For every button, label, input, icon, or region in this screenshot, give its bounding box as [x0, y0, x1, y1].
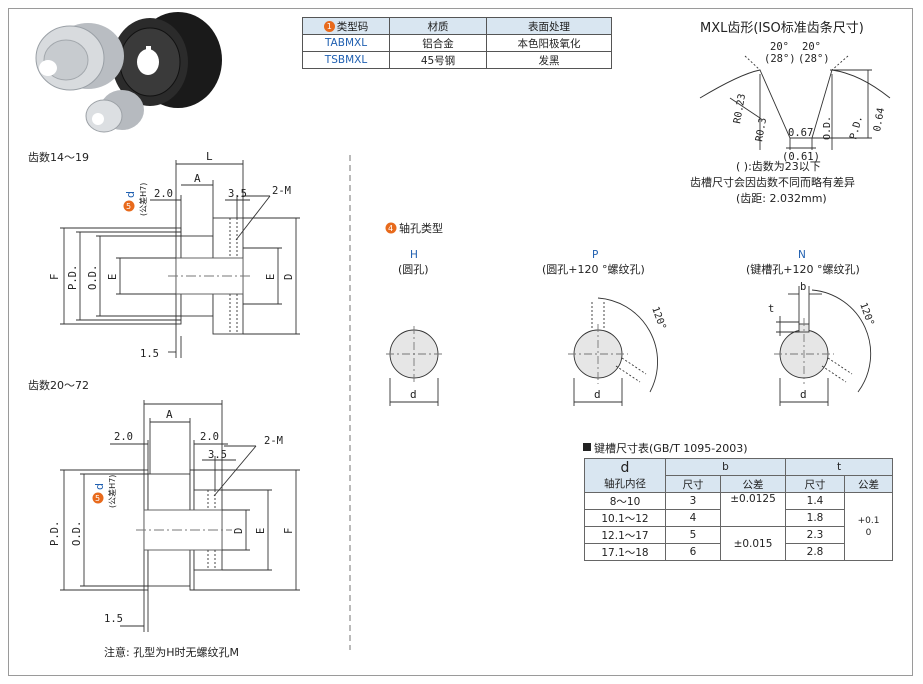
- svg-text:P.D.: P.D.: [848, 115, 865, 141]
- svg-text:O.D.: O.D.: [822, 116, 833, 140]
- silver-pulley-small: [85, 90, 144, 133]
- pulley-section-bottom: [60, 400, 300, 632]
- svg-text:(公差H7): (公差H7): [107, 475, 117, 508]
- svg-text:R0.23: R0.23: [732, 93, 748, 125]
- svg-text:120°: 120°: [649, 305, 668, 331]
- svg-text:b: b: [800, 281, 806, 293]
- bottom-drawing-title: 齿数20～72: [28, 379, 89, 392]
- svg-text:2-M: 2-M: [264, 435, 283, 447]
- svg-text:20°: 20°: [802, 41, 821, 53]
- svg-text:d: d: [93, 483, 106, 490]
- svg-text:t: t: [768, 303, 774, 315]
- svg-text:R0.3: R0.3: [754, 117, 769, 143]
- svg-text:2.0: 2.0: [200, 431, 219, 443]
- svg-text:2.0: 2.0: [114, 431, 133, 443]
- svg-text:(键槽孔+120 °螺纹孔): (键槽孔+120 °螺纹孔): [746, 262, 860, 276]
- key-table-marker: [583, 443, 591, 451]
- key-header-b: b: [665, 458, 786, 476]
- tooth-profile: [699, 55, 891, 150]
- svg-text:L: L: [206, 150, 213, 163]
- svg-text:d: d: [800, 388, 807, 401]
- type-code-cell: TSBMXL: [302, 51, 390, 69]
- badge-4: [385, 222, 397, 234]
- bore-types-title: 轴孔类型: [399, 221, 443, 235]
- svg-text:5: 5: [95, 494, 100, 503]
- page-frame: [8, 8, 913, 676]
- top-drawing-title: 齿数14～19: [28, 151, 89, 164]
- tooth-note-3: (齿距: 2.032mm): [736, 192, 827, 205]
- svg-text:0.67: 0.67: [788, 127, 813, 139]
- badge-1: 1: [323, 20, 335, 32]
- svg-text:E: E: [265, 274, 277, 280]
- svg-text:(圆孔+120 °螺纹孔): (圆孔+120 °螺纹孔): [542, 262, 645, 276]
- svg-text:A: A: [166, 408, 173, 421]
- svg-text:P.D.: P.D.: [49, 521, 61, 546]
- svg-text:120°: 120°: [857, 301, 876, 327]
- svg-text:0.64: 0.64: [872, 107, 887, 133]
- svg-text:P.D.: P.D.: [67, 265, 79, 290]
- key-header-t: t: [785, 458, 893, 476]
- svg-text:(28°): (28°): [798, 53, 830, 65]
- svg-text:1.5: 1.5: [104, 613, 123, 625]
- svg-text:O.D.: O.D.: [87, 265, 99, 290]
- pulley-section-top: [60, 160, 300, 358]
- svg-text:5: 5: [126, 202, 131, 211]
- badge-5-top: [123, 200, 135, 212]
- svg-text:(圆孔): (圆孔): [398, 263, 429, 276]
- svg-text:D: D: [233, 528, 245, 534]
- svg-text:(0.61): (0.61): [782, 151, 820, 163]
- svg-text:O.D.: O.D.: [71, 521, 83, 546]
- svg-text:20°: 20°: [770, 41, 789, 53]
- key-table: d 轴孔内径 b t 尺寸 公差 尺寸 公差 8～10 3 ±0.0125 1.…: [584, 458, 893, 561]
- svg-text:D: D: [283, 274, 295, 280]
- table-row: 17.1～18 6 2.8: [584, 543, 893, 561]
- svg-text:N: N: [798, 249, 806, 261]
- svg-text:E: E: [107, 274, 119, 280]
- key-table-title: 键槽尺寸表(GB/T 1095-2003): [594, 441, 748, 455]
- table-row: 8～10 3 ±0.0125 1.4 +0.1 0: [584, 492, 893, 561]
- badge-5-bottom: [92, 492, 104, 504]
- svg-text:P: P: [592, 249, 598, 261]
- material-cell: 45号钢: [389, 51, 487, 69]
- silver-pulley-large: [35, 23, 124, 91]
- surface-cell: 本色阳极氧化: [486, 34, 612, 52]
- svg-text:d: d: [124, 191, 137, 198]
- surface-cell: 发黑: [486, 51, 612, 69]
- black-pulley: [112, 12, 222, 108]
- svg-text:3.5: 3.5: [208, 449, 227, 461]
- tooth-note-1: ( ):齿数为23以下: [736, 160, 821, 173]
- bottom-note: 注意: 孔型为H时无螺纹孔M: [104, 645, 239, 659]
- svg-text:1.5: 1.5: [140, 348, 159, 360]
- svg-text:F: F: [283, 528, 295, 534]
- svg-text:2.0: 2.0: [154, 188, 173, 200]
- svg-text:A: A: [194, 172, 201, 185]
- svg-text:d: d: [410, 388, 417, 401]
- tooth-profile-title: MXL齿形(ISO标准齿条尺寸): [700, 20, 864, 36]
- bore-p: [568, 297, 658, 406]
- svg-text:(28°): (28°): [764, 53, 796, 65]
- svg-text:3.5: 3.5: [228, 188, 247, 200]
- svg-text:H: H: [410, 249, 418, 261]
- header-material: 材质: [389, 17, 487, 35]
- svg-text:F: F: [49, 274, 61, 280]
- svg-text:(公差H7): (公差H7): [138, 183, 148, 216]
- svg-text:4: 4: [388, 224, 393, 233]
- key-header-d: d 轴孔内径: [584, 458, 666, 493]
- bore-h: [386, 326, 442, 406]
- tooth-note-2: 齿槽尺寸会因齿数不同而略有差异: [690, 175, 855, 189]
- t-tolerance: +0.1 0: [844, 492, 893, 561]
- svg-text:2-M: 2-M: [272, 185, 291, 197]
- bore-n: [774, 286, 872, 406]
- svg-text:E: E: [255, 528, 267, 534]
- svg-text:d: d: [594, 388, 601, 401]
